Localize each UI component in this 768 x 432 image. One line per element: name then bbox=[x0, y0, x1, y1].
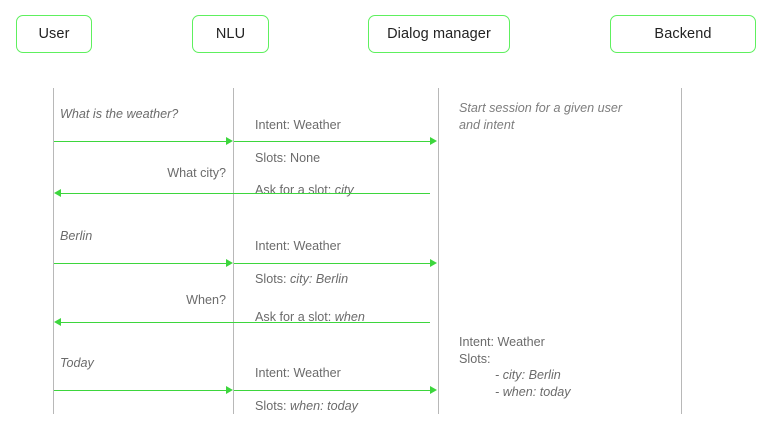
arrow-head-right-icon bbox=[226, 137, 233, 146]
message-arrow-dm-to-user-2 bbox=[60, 322, 430, 323]
ask-slot-value: when bbox=[334, 309, 365, 324]
message-label-ask-for-a-slot-when: Ask for a slot: when bbox=[241, 292, 431, 342]
slots-line-value: None bbox=[290, 150, 321, 165]
ask-slot-prefix: Ask for a slot: bbox=[255, 309, 335, 324]
slots-line-prefix: Slots: bbox=[255, 150, 290, 165]
intent-line: Intent: Weather bbox=[255, 365, 341, 380]
note-line-2: and intent bbox=[459, 117, 515, 132]
message-label-nlu-intent-weather-none: Intent: Weather Slots: None bbox=[241, 100, 431, 183]
message-arrow-user-to-nlu-3 bbox=[54, 390, 226, 391]
arrow-head-right-icon bbox=[430, 386, 437, 395]
lifeline-dialog-manager bbox=[438, 88, 439, 414]
message-label-nlu-intent-weather-city-berlin: Intent: Weather Slots: city: Berlin bbox=[241, 221, 431, 304]
participant-label-nlu: NLU bbox=[215, 26, 246, 42]
message-label-ask-for-a-slot-city: Ask for a slot: city bbox=[241, 165, 431, 215]
participant-box-nlu[interactable]: NLU bbox=[192, 15, 269, 53]
message-arrow-user-to-nlu-2 bbox=[54, 263, 226, 264]
message-arrow-nlu-to-dm-1 bbox=[234, 141, 430, 142]
message-arrow-nlu-to-dm-3 bbox=[234, 390, 430, 391]
backend-slot-when: - when: today bbox=[495, 384, 571, 399]
arrow-head-right-icon bbox=[226, 259, 233, 268]
backend-slot-city: - city: Berlin bbox=[495, 368, 561, 382]
ask-slot-prefix: Ask for a slot: bbox=[255, 182, 335, 197]
message-label-user-berlin: Berlin bbox=[60, 229, 93, 243]
message-arrow-nlu-to-dm-2 bbox=[234, 263, 430, 264]
backend-payload-block: Intent: Weather Slots: - city: Berlin - … bbox=[459, 334, 674, 400]
note-line-1: Start session for a given user bbox=[459, 101, 623, 115]
message-label-nlu-intent-weather-when-today: Intent: Weather Slots: when: today bbox=[241, 348, 431, 431]
message-label-user-what-is-the-weather: What is the weather? bbox=[60, 107, 179, 121]
participant-label-dialog-manager: Dialog manager bbox=[387, 26, 491, 42]
slots-line-prefix: Slots: bbox=[255, 398, 290, 413]
lifeline-user bbox=[53, 88, 54, 414]
intent-line: Intent: Weather bbox=[255, 238, 341, 253]
participant-label-backend: Backend bbox=[654, 26, 712, 42]
arrow-head-left-icon bbox=[54, 318, 61, 327]
participant-box-backend[interactable]: Backend bbox=[610, 15, 756, 53]
slots-line-value: city: Berlin bbox=[290, 271, 349, 286]
intent-line: Intent: Weather bbox=[255, 117, 341, 132]
ask-slot-value: city bbox=[334, 182, 354, 197]
arrow-head-right-icon bbox=[430, 259, 437, 268]
message-label-dm-what-city: What city? bbox=[167, 166, 226, 180]
message-arrow-user-to-nlu-1 bbox=[54, 141, 226, 142]
arrow-head-right-icon bbox=[226, 386, 233, 395]
participant-box-user[interactable]: User bbox=[16, 15, 92, 53]
arrow-head-left-icon bbox=[54, 189, 61, 198]
lifeline-backend bbox=[681, 88, 682, 414]
message-label-dm-when: When? bbox=[186, 293, 226, 307]
arrow-head-right-icon bbox=[430, 137, 437, 146]
backend-slots-line: Slots: bbox=[459, 351, 491, 366]
message-label-user-today: Today bbox=[60, 356, 94, 370]
participant-box-dialog-manager[interactable]: Dialog manager bbox=[368, 15, 510, 53]
participant-label-user: User bbox=[38, 26, 70, 42]
backend-intent-line: Intent: Weather bbox=[459, 335, 545, 349]
lifeline-nlu bbox=[233, 88, 234, 414]
message-arrow-dm-to-user-1 bbox=[60, 193, 430, 194]
slots-line-prefix: Slots: bbox=[255, 271, 290, 286]
note-start-session: Start session for a given user and inten… bbox=[459, 100, 674, 133]
slots-line-value: when: today bbox=[290, 398, 358, 413]
